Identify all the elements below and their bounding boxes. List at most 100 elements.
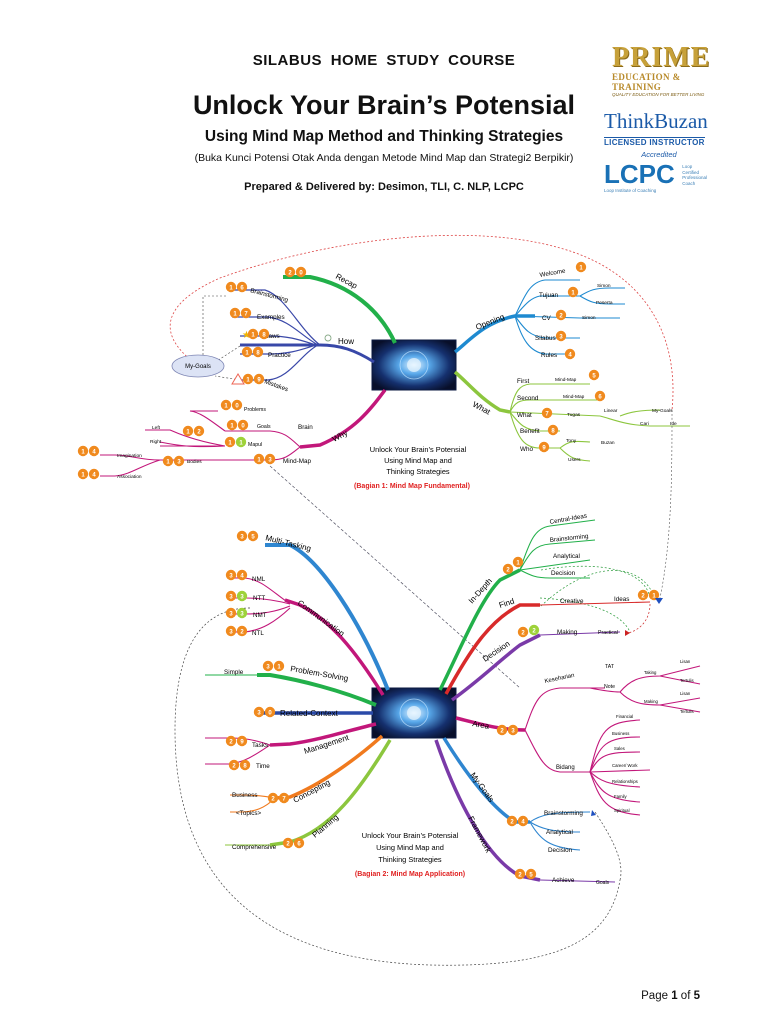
area-items: Keseharian TAT Note Taking Lisan Tertuli… [544, 659, 693, 813]
svg-text:1: 1 [245, 350, 249, 356]
svg-text:Making: Making [644, 699, 658, 704]
svg-text:Peserta: Peserta [596, 300, 613, 306]
svg-text:Lisan: Lisan [680, 659, 691, 664]
svg-text:1: 1 [166, 459, 170, 465]
svg-text:Note: Note [604, 684, 615, 690]
page-number: Page 1 of 5 [641, 990, 700, 1002]
svg-text:Family: Family [614, 794, 628, 799]
svg-text:3: 3 [240, 594, 244, 600]
svg-text:5: 5 [529, 872, 533, 878]
svg-text:1: 1 [224, 403, 228, 409]
my-goals-items: Brainstorming Analytical Decision [544, 810, 583, 854]
framework-items: Achieve Goals [552, 877, 610, 886]
communication-items: NML NTT NMT NTL [252, 576, 267, 637]
svg-text:2: 2 [271, 796, 275, 802]
svg-text:2: 2 [510, 819, 514, 825]
svg-text:1: 1 [257, 457, 261, 463]
svg-text:Thinking Strategies: Thinking Strategies [386, 467, 450, 476]
svg-text:Mind-Map: Mind-Map [563, 394, 585, 400]
svg-text:Tertulis: Tertulis [680, 678, 694, 683]
svg-text:Practical: Practical [598, 630, 618, 636]
svg-text:0: 0 [235, 403, 239, 409]
svg-text:<Topics>: <Topics> [236, 810, 262, 817]
svg-text:Ide: Ide [670, 421, 677, 427]
svg-text:1: 1 [516, 560, 520, 566]
branch-multitasking-label: Multi-Tasking [265, 533, 312, 553]
svg-text:1: 1 [246, 377, 250, 383]
svg-text:First: First [517, 378, 529, 385]
svg-text:Second: Second [517, 395, 539, 402]
branch-why [299, 388, 387, 449]
svg-text:Who: Who [520, 446, 533, 453]
svg-text:Thinking Strategies: Thinking Strategies [378, 855, 442, 864]
svg-text:3: 3 [511, 728, 515, 734]
svg-text:Spiritual: Spiritual [614, 808, 630, 813]
svg-text:0: 0 [299, 270, 303, 276]
svg-text:TAT: TAT [605, 664, 615, 670]
svg-text:3: 3 [229, 594, 233, 600]
svg-text:Association: Association [117, 474, 142, 480]
svg-text:Lisan: Lisan [680, 691, 691, 696]
cross-map-dashed-link [269, 465, 521, 689]
map2-dashed-loop [174, 607, 621, 966]
svg-text:3: 3 [559, 334, 563, 340]
svg-text:3: 3 [229, 629, 233, 635]
svg-text:Using Mind Map and: Using Mind Map and [384, 456, 452, 465]
svg-text:2: 2 [500, 728, 504, 734]
svg-text:Brain: Brain [298, 424, 313, 431]
svg-text:NTT: NTT [253, 595, 265, 602]
svg-text:3: 3 [229, 573, 233, 579]
svg-text:NMT: NMT [253, 612, 267, 619]
svg-text:Problems: Problems [244, 407, 266, 413]
thinkbuzan-accredited: Accredited [641, 150, 677, 159]
branch-management [269, 722, 377, 747]
branch-planning [269, 739, 392, 847]
branch-framework [434, 739, 541, 882]
why-items: Problems Goals Brain Mapul Mind-Map Left… [117, 407, 313, 480]
svg-text:Unlock Your Brain’s Potensial: Unlock Your Brain’s Potensial [370, 445, 467, 454]
svg-text:Goals: Goals [257, 424, 271, 430]
center-text-1: Unlock Your Brain’s Potensial Using Mind… [354, 445, 470, 490]
warning-icon [231, 373, 245, 385]
svg-text:My-Goals: My-Goals [652, 408, 673, 414]
svg-text:3: 3 [240, 611, 244, 617]
svg-text:3: 3 [229, 611, 233, 617]
svg-text:Relationships: Relationships [612, 779, 638, 784]
svg-text:Tony: Tony [566, 438, 577, 444]
branch-communication [284, 598, 385, 696]
prime-logo-tagline: QUALITY EDUCATION FOR BETTER LIVING [612, 92, 705, 97]
svg-text:Career/ Work: Career/ Work [612, 763, 638, 768]
svg-text:2: 2 [518, 872, 522, 878]
svg-text:Achieve: Achieve [552, 877, 575, 884]
svg-text:2: 2 [506, 567, 510, 573]
svg-text:Tasks: Tasks [252, 742, 268, 749]
prime-logo-name: PRIME [612, 42, 711, 73]
thinkbuzan-name: ThinkBuzan [604, 109, 708, 133]
svg-text:Comprehensive: Comprehensive [232, 844, 277, 851]
svg-text:8: 8 [551, 428, 555, 434]
in-depth-items: Central-Ideas Brainstorming Analytical D… [549, 513, 589, 577]
svg-text:Tujuan: Tujuan [539, 292, 559, 299]
svg-text:Simon: Simon [582, 315, 596, 321]
svg-text:7: 7 [545, 411, 549, 417]
svg-text:2: 2 [240, 629, 244, 635]
document-title: Unlock Your Brain’s Potensial [192, 90, 576, 120]
find-items: Creative Ideas [560, 596, 629, 605]
svg-text:4: 4 [568, 352, 572, 358]
svg-text:1: 1 [81, 449, 85, 455]
branch-my-goals [442, 737, 530, 824]
svg-text:3: 3 [177, 459, 181, 465]
svg-text:3: 3 [240, 534, 244, 540]
svg-text:Silabus: Silabus [535, 335, 556, 342]
branch-planning-label: Planning [311, 813, 341, 840]
svg-text:1: 1 [579, 265, 583, 271]
svg-text:4: 4 [92, 449, 96, 455]
why-badges: 1 0 1 0 1 1 1 3 1 2 1 3 1 4 1 4 [77, 399, 276, 480]
branch-what [453, 370, 511, 414]
document-subnote: (Buka Kunci Potensi Otak Anda dengan Met… [194, 152, 574, 164]
svg-text:Unlock Your Brain’s Potensial: Unlock Your Brain’s Potensial [362, 831, 459, 840]
svg-text:7: 7 [244, 311, 248, 317]
svg-text:Practice: Practice [268, 352, 291, 359]
svg-text:Right: Right [150, 439, 162, 445]
branch-communication-label: Communication [296, 598, 346, 638]
